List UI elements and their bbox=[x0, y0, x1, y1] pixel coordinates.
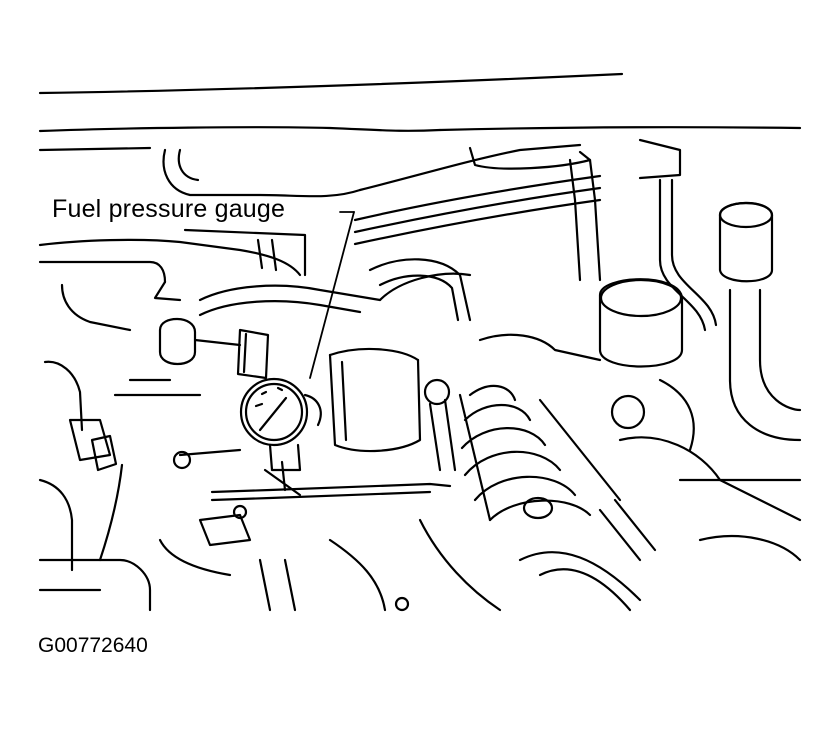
fuel-lines bbox=[113, 393, 452, 502]
fuel-pressure-gauge-label: Fuel pressure gauge bbox=[52, 195, 286, 223]
fuel-pressure-gauge bbox=[236, 328, 322, 497]
left-connector bbox=[38, 360, 172, 612]
intake-plenum bbox=[38, 143, 602, 332]
brake-booster bbox=[598, 201, 802, 452]
air-intake-bellows bbox=[458, 384, 622, 522]
callout-leader bbox=[309, 211, 355, 379]
throttle-body bbox=[198, 272, 472, 472]
coolant-hoses bbox=[518, 138, 802, 612]
lower-engine-details bbox=[158, 478, 802, 612]
hood-edge-lines bbox=[38, 72, 802, 152]
vacuum-tubes bbox=[158, 258, 602, 365]
figure-id: G00772640 bbox=[38, 634, 148, 657]
